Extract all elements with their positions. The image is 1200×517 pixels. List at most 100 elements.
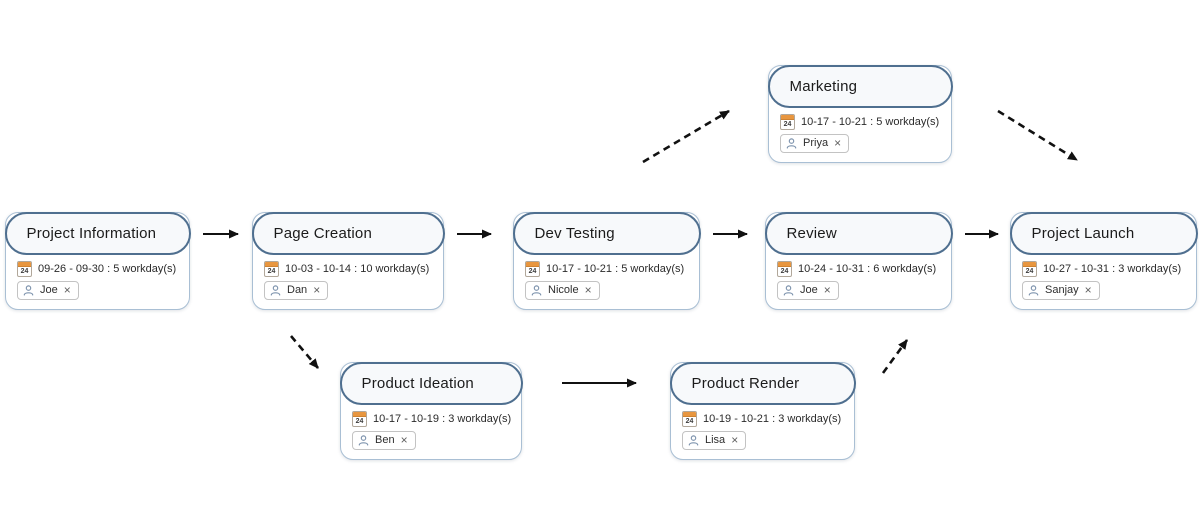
- assignee-name: Priya: [803, 137, 829, 149]
- calendar-icon: 24: [682, 410, 697, 427]
- task-card-page-creation[interactable]: Page Creation 24 10-03 - 10-14 : 10 work…: [251, 211, 445, 310]
- task-card-project-launch[interactable]: Project Launch 24 10-27 - 10-31 : 3 work…: [1009, 211, 1198, 310]
- task-card-body: 24 10-03 - 10-14 : 10 workday(s) Dan ×: [253, 255, 443, 309]
- task-card-body: 24 10-17 - 10-19 : 3 workday(s) Ben ×: [341, 405, 521, 459]
- task-title: Marketing: [789, 77, 858, 95]
- close-icon[interactable]: ×: [400, 433, 408, 447]
- calendar-icon: 24: [777, 260, 792, 277]
- task-card-product-ideation[interactable]: Product Ideation 24 10-17 - 10-19 : 3 wo…: [339, 361, 523, 460]
- task-card-header[interactable]: Review: [764, 211, 953, 255]
- schedule-row: 24 09-26 - 09-30 : 5 workday(s): [17, 260, 180, 277]
- assignee-chip: Sanjay ×: [1022, 280, 1100, 300]
- task-card-body: 24 09-26 - 09-30 : 5 workday(s) Joe ×: [6, 255, 189, 309]
- assignee-chip: Nicole ×: [525, 280, 600, 300]
- task-card-body: 24 10-19 - 10-21 : 3 workday(s) Lisa ×: [671, 405, 854, 459]
- task-card-header[interactable]: Project Information: [4, 211, 191, 255]
- task-card-body: 24 10-24 - 10-31 : 6 workday(s) Joe ×: [766, 255, 951, 309]
- calendar-icon: 24: [1022, 260, 1037, 277]
- task-card-body: 24 10-17 - 10-21 : 5 workday(s) Priya ×: [769, 108, 951, 162]
- close-icon[interactable]: ×: [823, 283, 831, 297]
- assignee-chip: Ben ×: [352, 430, 416, 450]
- task-title: Project Launch: [1031, 224, 1135, 242]
- schedule-row: 24 10-17 - 10-21 : 5 workday(s): [525, 260, 690, 277]
- calendar-icon-label: 24: [783, 120, 792, 128]
- calendar-icon: 24: [525, 260, 540, 277]
- assignee-chip: Joe ×: [17, 280, 79, 300]
- assignee-chip: Joe ×: [777, 280, 839, 300]
- person-icon: [782, 284, 795, 297]
- schedule-text: 09-26 - 09-30 : 5 workday(s): [38, 262, 177, 275]
- calendar-icon-label: 24: [1025, 267, 1034, 275]
- task-title: Product Render: [691, 374, 800, 392]
- calendar-icon-label: 24: [20, 267, 29, 275]
- task-card-body: 24 10-27 - 10-31 : 3 workday(s) Sanjay ×: [1011, 255, 1196, 309]
- schedule-text: 10-27 - 10-31 : 3 workday(s): [1043, 262, 1182, 275]
- assignee-chip: Priya ×: [780, 133, 850, 153]
- close-icon[interactable]: ×: [834, 136, 842, 150]
- task-title: Dev Testing: [534, 224, 615, 242]
- schedule-text: 10-03 - 10-14 : 10 workday(s): [285, 262, 430, 275]
- edge-page-creation-to-product-ideation: [290, 335, 319, 369]
- close-icon[interactable]: ×: [1084, 283, 1092, 297]
- task-card-header[interactable]: Page Creation: [251, 211, 445, 255]
- person-icon: [687, 434, 700, 447]
- task-title: Page Creation: [273, 224, 372, 242]
- edge-marketing-to-project-launch: [997, 109, 1078, 162]
- assignee-name: Lisa: [705, 434, 726, 446]
- schedule-text: 10-17 - 10-21 : 5 workday(s): [546, 262, 685, 275]
- edge-dev-testing-to-marketing: [642, 109, 730, 164]
- assignee-name: Dan: [287, 284, 308, 296]
- close-icon[interactable]: ×: [313, 283, 321, 297]
- assignee-name: Joe: [40, 284, 58, 296]
- schedule-row: 24 10-17 - 10-21 : 5 workday(s): [780, 113, 942, 130]
- schedule-text: 10-17 - 10-19 : 3 workday(s): [373, 412, 512, 425]
- calendar-icon: 24: [17, 260, 32, 277]
- task-title: Project Information: [26, 224, 157, 242]
- task-card-header[interactable]: Product Ideation: [339, 361, 523, 405]
- person-icon: [357, 434, 370, 447]
- person-icon: [530, 284, 543, 297]
- task-card-dev-testing[interactable]: Dev Testing 24 10-17 - 10-21 : 5 workday…: [512, 211, 701, 310]
- person-icon: [785, 137, 798, 150]
- calendar-icon-label: 24: [355, 417, 364, 425]
- person-icon: [22, 284, 35, 297]
- task-card-project-information[interactable]: Project Information 24 09-26 - 09-30 : 5…: [4, 211, 191, 310]
- calendar-icon-label: 24: [685, 417, 694, 425]
- edge-product-render-to-review: [881, 339, 909, 374]
- schedule-text: 10-17 - 10-21 : 5 workday(s): [801, 115, 940, 128]
- task-card-header[interactable]: Product Render: [669, 361, 856, 405]
- schedule-row: 24 10-19 - 10-21 : 3 workday(s): [682, 410, 845, 427]
- task-card-header[interactable]: Marketing: [767, 64, 953, 108]
- task-card-review[interactable]: Review 24 10-24 - 10-31 : 6 workday(s) J…: [764, 211, 953, 310]
- schedule-text: 10-24 - 10-31 : 6 workday(s): [798, 262, 937, 275]
- task-card-header[interactable]: Project Launch: [1009, 211, 1198, 255]
- assignee-name: Nicole: [548, 284, 579, 296]
- task-card-header[interactable]: Dev Testing: [512, 211, 701, 255]
- schedule-text: 10-19 - 10-21 : 3 workday(s): [703, 412, 842, 425]
- assignee-chip: Dan ×: [264, 280, 329, 300]
- close-icon[interactable]: ×: [584, 283, 592, 297]
- schedule-row: 24 10-27 - 10-31 : 3 workday(s): [1022, 260, 1187, 277]
- calendar-icon-label: 24: [528, 267, 537, 275]
- calendar-icon: 24: [264, 260, 279, 277]
- schedule-row: 24 10-17 - 10-19 : 3 workday(s): [352, 410, 512, 427]
- schedule-row: 24 10-03 - 10-14 : 10 workday(s): [264, 260, 434, 277]
- calendar-icon: 24: [780, 113, 795, 130]
- close-icon[interactable]: ×: [731, 433, 739, 447]
- person-icon: [1027, 284, 1040, 297]
- assignee-name: Sanjay: [1045, 284, 1079, 296]
- calendar-icon-label: 24: [780, 267, 789, 275]
- assignee-chip: Lisa ×: [682, 430, 747, 450]
- task-card-product-render[interactable]: Product Render 24 10-19 - 10-21 : 3 work…: [669, 361, 856, 460]
- close-icon[interactable]: ×: [63, 283, 71, 297]
- task-title: Review: [786, 224, 837, 242]
- calendar-icon-label: 24: [267, 267, 276, 275]
- assignee-name: Ben: [375, 434, 395, 446]
- calendar-icon: 24: [352, 410, 367, 427]
- task-title: Product Ideation: [361, 374, 474, 392]
- schedule-row: 24 10-24 - 10-31 : 6 workday(s): [777, 260, 942, 277]
- person-icon: [269, 284, 282, 297]
- task-card-marketing[interactable]: Marketing 24 10-17 - 10-21 : 5 workday(s…: [767, 64, 953, 163]
- assignee-name: Joe: [800, 284, 818, 296]
